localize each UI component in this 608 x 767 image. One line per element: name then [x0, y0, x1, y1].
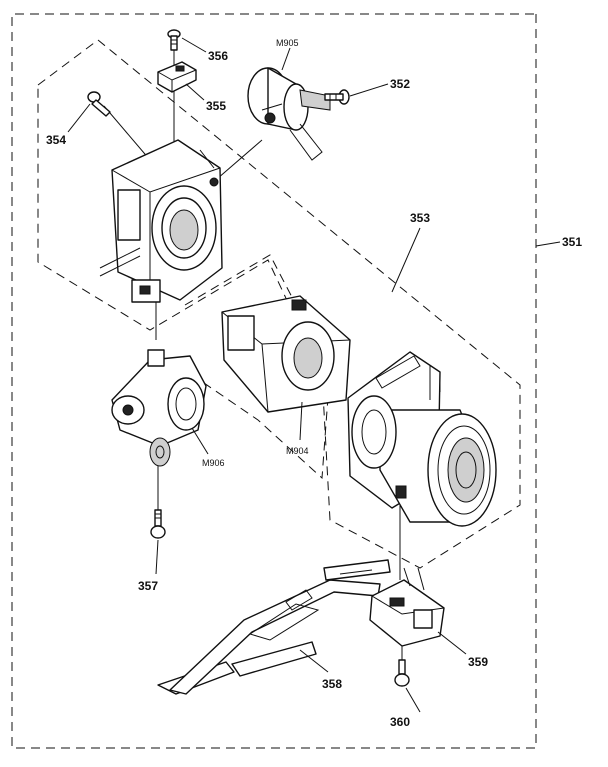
label-360: 360 [390, 715, 410, 729]
callout-line-m906 [191, 427, 209, 455]
callout-line-351 [535, 241, 561, 247]
callout-line-m905 [281, 47, 291, 71]
label-359: 359 [468, 655, 488, 669]
label-m905: M905 [276, 38, 299, 48]
label-357: 357 [138, 579, 158, 593]
leader-354-frame [103, 105, 151, 161]
callout-line-352 [349, 83, 389, 97]
group-353-outline [37, 39, 521, 569]
label-354: 354 [46, 133, 66, 147]
zoom-lens-barrel-353-icon [347, 351, 497, 527]
screw-360-icon [394, 659, 410, 687]
callout-line-358 [299, 649, 329, 673]
callout-line-355 [185, 83, 205, 101]
screw-356-icon [167, 29, 181, 51]
label-351: 351 [562, 235, 582, 249]
label-m906: M906 [202, 458, 225, 468]
callout-line-356 [181, 37, 207, 53]
iris-block-m904-icon [221, 295, 351, 413]
callout-line-354 [67, 103, 91, 133]
label-m904: M904 [286, 446, 309, 456]
lens-frame-assembly-icon [99, 139, 223, 303]
motor-m906-icon [111, 349, 207, 467]
callout-line-353 [391, 227, 421, 293]
screw-352-icon [324, 89, 350, 105]
callout-line-m904 [299, 401, 303, 441]
label-355: 355 [206, 99, 226, 113]
label-352: 352 [390, 77, 410, 91]
callout-line-357 [155, 539, 159, 575]
assembly-351-outline [11, 13, 537, 749]
flex-cable-358-icon [157, 559, 391, 695]
sensor-board-359-icon [369, 567, 445, 647]
motor-m905-icon [247, 67, 331, 161]
m904-frame-outline [184, 254, 331, 480]
label-358: 358 [322, 677, 342, 691]
label-356: 356 [208, 49, 228, 63]
label-353: 353 [410, 211, 430, 225]
screw-354-icon [87, 91, 111, 117]
callout-line-360 [405, 687, 421, 713]
screw-357-icon [150, 509, 166, 539]
callout-line-359 [437, 631, 467, 655]
